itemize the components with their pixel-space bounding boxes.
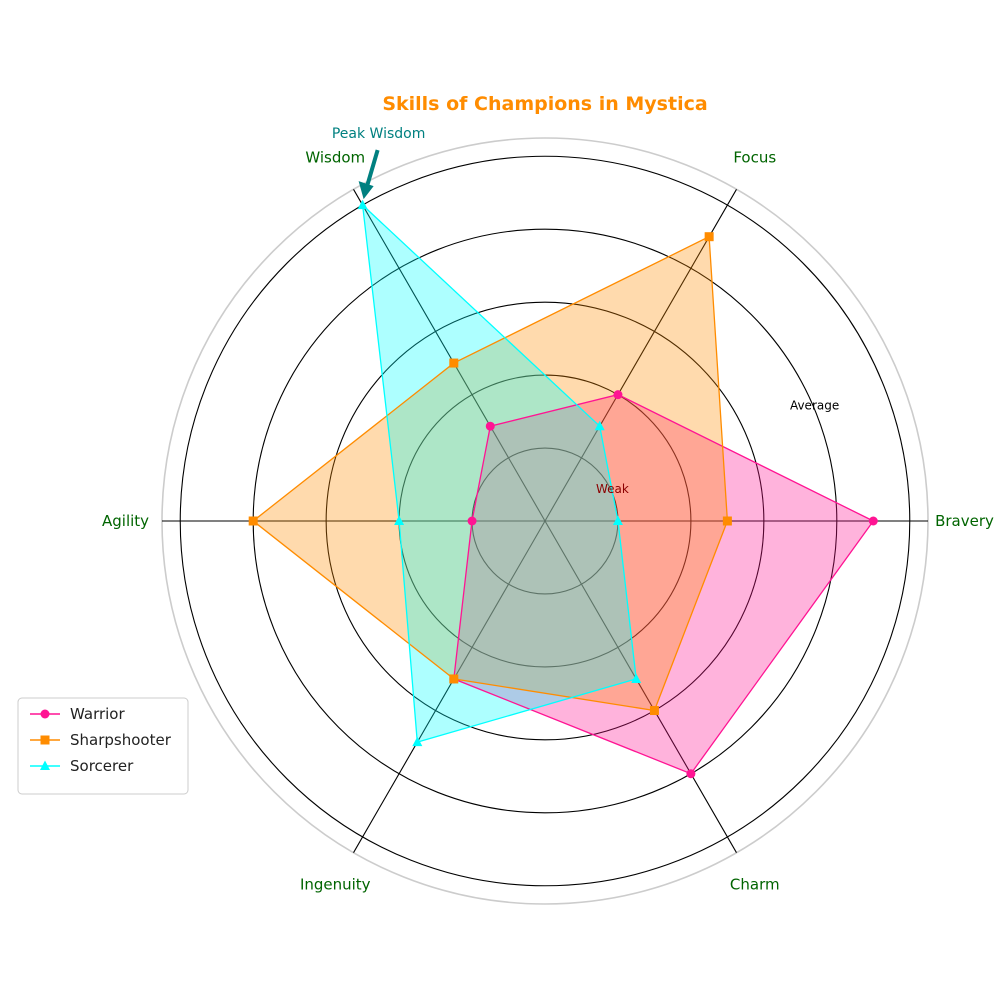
marker-warrior: [613, 390, 623, 400]
grid-spoke: [353, 189, 546, 522]
ring-label: Average: [790, 398, 839, 412]
annotation-arrowhead: [358, 181, 374, 200]
marker-warrior: [485, 421, 495, 431]
series-fill-sharpshooter: [253, 236, 728, 711]
marker-sorcerer: [594, 420, 605, 431]
annotation: Peak Wisdom: [332, 126, 426, 200]
legend-label: Sorcerer: [70, 757, 134, 775]
grid-spoke: [544, 189, 737, 522]
marker-sharpshooter: [649, 706, 659, 716]
marker-sorcerer: [612, 515, 623, 525]
grid-spoke: [353, 520, 546, 853]
marker-sharpshooter: [722, 516, 732, 526]
grid-spoke: [544, 520, 737, 853]
axis-label-ingenuity: Ingenuity: [300, 875, 371, 893]
axis-label-bravery: Bravery: [935, 512, 994, 530]
ring-label: Weak: [596, 482, 629, 496]
marker-sorcerer: [412, 736, 423, 747]
legend-item-sharpshooter: Sharpshooter: [30, 731, 172, 749]
series-fill-sorcerer: [362, 205, 637, 743]
marker-warrior: [467, 516, 477, 526]
marker-sharpshooter: [704, 232, 714, 242]
legend-item-warrior: Warrior: [30, 705, 125, 723]
legend-box: [17, 697, 189, 795]
marker-sorcerer: [394, 515, 405, 525]
annotation-text: Peak Wisdom: [332, 126, 426, 142]
series-layer: [248, 199, 878, 779]
axis-label-wisdom: Wisdom: [305, 149, 365, 167]
marker-sharpshooter: [449, 358, 459, 368]
legend-label: Warrior: [70, 705, 125, 723]
marker-sorcerer: [357, 199, 368, 210]
axis-label-focus: Focus: [733, 149, 776, 167]
legend-marker: [40, 760, 50, 770]
legend-marker: [40, 735, 50, 745]
chart-title: Skills of Champions in Mystica: [382, 93, 707, 115]
marker-sharpshooter: [248, 516, 258, 526]
series-fill-warrior: [453, 394, 874, 774]
legend-marker: [40, 709, 50, 719]
marker-warrior: [686, 769, 696, 779]
legend-label: Sharpshooter: [70, 731, 172, 749]
axis-label-charm: Charm: [730, 875, 780, 893]
axis-label-agility: Agility: [102, 512, 149, 530]
marker-warrior: [868, 516, 878, 526]
marker-sharpshooter: [449, 674, 459, 684]
legend-item-sorcerer: Sorcerer: [30, 757, 134, 775]
marker-sorcerer: [631, 673, 642, 683]
